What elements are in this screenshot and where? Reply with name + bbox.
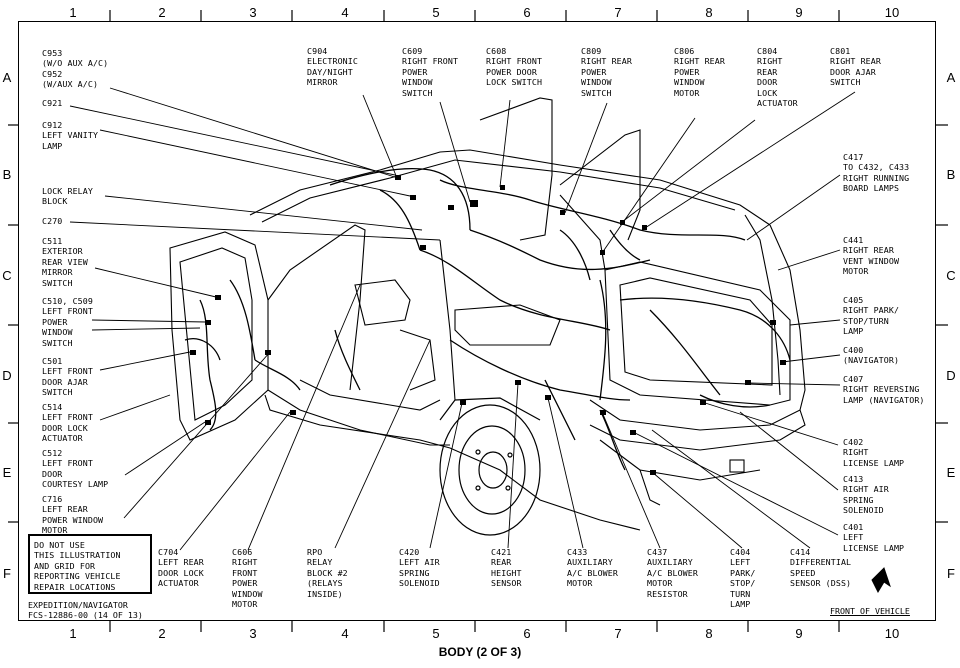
col-num: 3 <box>249 5 257 20</box>
label-c401: C401 LEFT LICENSE LAMP <box>843 522 905 553</box>
page-title: BODY (2 OF 3) <box>438 645 522 659</box>
label-c704: C704 LEFT REAR DOOR LOCK ACTUATOR <box>158 547 204 589</box>
wiring-harness <box>184 168 791 471</box>
label-c417: C417 TO C432, C433 RIGHT RUNNING BOARD L… <box>843 152 910 194</box>
leader-lines <box>69 87 856 551</box>
label-c806: C806 RIGHT REAR POWER WINDOW MOTOR <box>674 46 725 98</box>
footer-code: FCS-12886-00 (14 OF 13) <box>28 610 143 620</box>
label-c437: C437 AUXILIARY A/C BLOWER MOTOR RESISTOR <box>647 547 698 599</box>
label-c608: C608 RIGHT FRONT POWER DOOR LOCK SWITCH <box>486 46 543 88</box>
row-letter: D <box>2 368 12 383</box>
row-letter: B <box>2 167 12 182</box>
label-c407: C407 RIGHT REVERSING LAMP (NAVIGATOR) <box>843 374 925 405</box>
col-num: 5 <box>432 5 440 20</box>
label-c441: C441 RIGHT REAR VENT WINDOW MOTOR <box>843 235 900 277</box>
label-c904: C904 ELECTRONIC DAY/NIGHT MIRROR <box>307 46 358 88</box>
label-c606: C606 RIGHT FRONT POWER WINDOW MOTOR <box>232 547 263 610</box>
footer-model: EXPEDITION/NAVIGATOR <box>28 600 128 610</box>
label-c512: C512 LEFT FRONT DOOR COURTESY LAMP <box>42 448 109 490</box>
label-c413: C413 RIGHT AIR SPRING SOLENOID <box>843 474 889 516</box>
col-num: 10 <box>884 5 900 20</box>
row-letter: D <box>946 368 956 383</box>
col-num: 1 <box>69 626 77 641</box>
col-num: 7 <box>614 5 622 20</box>
label-c801: C801 RIGHT REAR DOOR AJAR SWITCH <box>830 46 881 88</box>
label-c921: C921 <box>42 98 63 108</box>
grid-ticks <box>8 10 948 632</box>
col-num: 10 <box>884 626 900 641</box>
col-num: 8 <box>705 5 713 20</box>
label-c420: C420 LEFT AIR SPRING SOLENOID <box>399 547 440 589</box>
label-c510-c509: C510, C509 LEFT FRONT POWER WINDOW SWITC… <box>42 296 93 348</box>
label-c433: C433 AUXILIARY A/C BLOWER MOTOR <box>567 547 618 589</box>
vehicle-body <box>169 97 806 531</box>
row-letter: A <box>946 70 956 85</box>
label-c414: C414 DIFFERENTIAL SPEED SENSOR (DSS) <box>790 547 852 589</box>
label-c912: C912 LEFT VANITY LAMP <box>42 120 99 151</box>
row-letter: A <box>2 70 12 85</box>
col-num: 6 <box>523 5 531 20</box>
label-c421: C421 REAR HEIGHT SENSOR <box>491 547 522 589</box>
label-lock-relay-block: LOCK RELAY BLOCK <box>42 186 93 207</box>
col-num: 1 <box>69 5 77 20</box>
col-num: 3 <box>249 626 257 641</box>
label-c609: C609 RIGHT FRONT POWER WINDOW SWITCH <box>402 46 459 98</box>
label-c809: C809 RIGHT REAR POWER WINDOW SWITCH <box>581 46 632 98</box>
disclaimer-box: DO NOT USE THIS ILLUSTRATION AND GRID FO… <box>28 534 152 594</box>
diagram-frame <box>18 21 936 621</box>
label-c402: C402 RIGHT LICENSE LAMP <box>843 437 905 468</box>
col-num: 2 <box>158 5 166 20</box>
front-of-vehicle-label: FRONT OF VEHICLE <box>830 606 910 616</box>
label-c405: C405 RIGHT PARK/ STOP/TURN LAMP <box>843 295 900 337</box>
label-c514: C514 LEFT FRONT DOOR LOCK ACTUATOR <box>42 402 93 444</box>
row-letter: C <box>946 268 956 283</box>
label-c716: C716 LEFT REAR POWER WINDOW MOTOR <box>42 494 104 536</box>
col-num: 6 <box>523 626 531 641</box>
label-c400: C400 (NAVIGATOR) <box>843 345 900 366</box>
label-c804: C804 RIGHT REAR DOOR LOCK ACTUATOR <box>757 46 798 109</box>
row-letter: F <box>947 566 955 581</box>
rear-wheel <box>439 397 541 536</box>
col-num: 8 <box>705 626 713 641</box>
col-num: 4 <box>341 5 349 20</box>
row-letter: B <box>946 167 956 182</box>
row-letter: E <box>2 465 12 480</box>
label-c404: C404 LEFT PARK/ STOP/ TURN LAMP <box>730 547 756 610</box>
row-letter: F <box>3 566 11 581</box>
front-arrow-icon <box>871 567 891 594</box>
row-letter: E <box>946 465 956 480</box>
label-rpo-relay-block: RPO RELAY BLOCK #2 (RELAYS INSIDE) <box>307 547 348 599</box>
col-num: 9 <box>795 626 803 641</box>
col-num: 5 <box>432 626 440 641</box>
col-num: 9 <box>795 5 803 20</box>
label-c953: C953 (W/O AUX A/C) C952 (W/AUX A/C) <box>42 48 109 90</box>
row-letter: C <box>2 268 12 283</box>
label-c511: C511 EXTERIOR REAR VIEW MIRROR SWITCH <box>42 236 88 288</box>
col-num: 4 <box>341 626 349 641</box>
label-c501: C501 LEFT FRONT DOOR AJAR SWITCH <box>42 356 93 398</box>
col-num: 7 <box>614 626 622 641</box>
col-num: 2 <box>158 626 166 641</box>
label-c270: C270 <box>42 216 63 226</box>
disclaimer-text: DO NOT USE THIS ILLUSTRATION AND GRID FO… <box>34 540 121 592</box>
